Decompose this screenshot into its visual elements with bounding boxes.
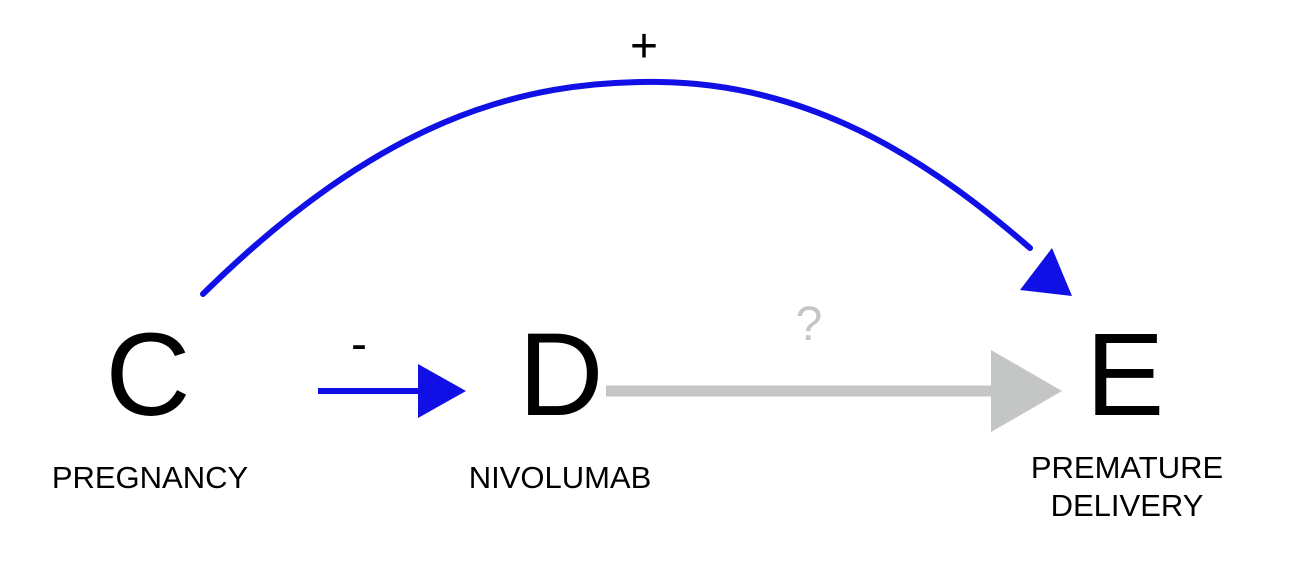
edge-c-to-e-arrowhead bbox=[1020, 248, 1072, 296]
node-e-label-line1: PREMATURE bbox=[1031, 450, 1223, 485]
node-c: C PREGNANCY bbox=[52, 309, 248, 495]
node-e: E PREMATURE DELIVERY bbox=[1031, 309, 1223, 523]
edge-c-to-e: + bbox=[200, 20, 1072, 297]
node-d-letter: D bbox=[518, 309, 603, 441]
edge-c-to-d-sign: - bbox=[351, 318, 367, 371]
node-d: D NIVOLUMAB bbox=[469, 309, 652, 495]
edge-d-to-e-arrowhead bbox=[991, 350, 1062, 432]
node-c-label: PREGNANCY bbox=[52, 460, 248, 495]
node-c-letter: C bbox=[105, 309, 190, 441]
node-e-letter: E bbox=[1086, 309, 1165, 441]
node-e-label-line2: DELIVERY bbox=[1051, 488, 1204, 523]
edge-c-to-d-arrowhead bbox=[418, 364, 466, 418]
edge-d-to-e: ? bbox=[606, 298, 1062, 432]
node-d-label: NIVOLUMAB bbox=[469, 460, 652, 495]
edge-c-to-e-sign: + bbox=[630, 20, 658, 73]
edge-d-to-e-sign: ? bbox=[796, 298, 823, 351]
edge-c-to-d: - bbox=[318, 318, 466, 418]
edge-c-to-e-curve bbox=[200, 78, 1033, 297]
